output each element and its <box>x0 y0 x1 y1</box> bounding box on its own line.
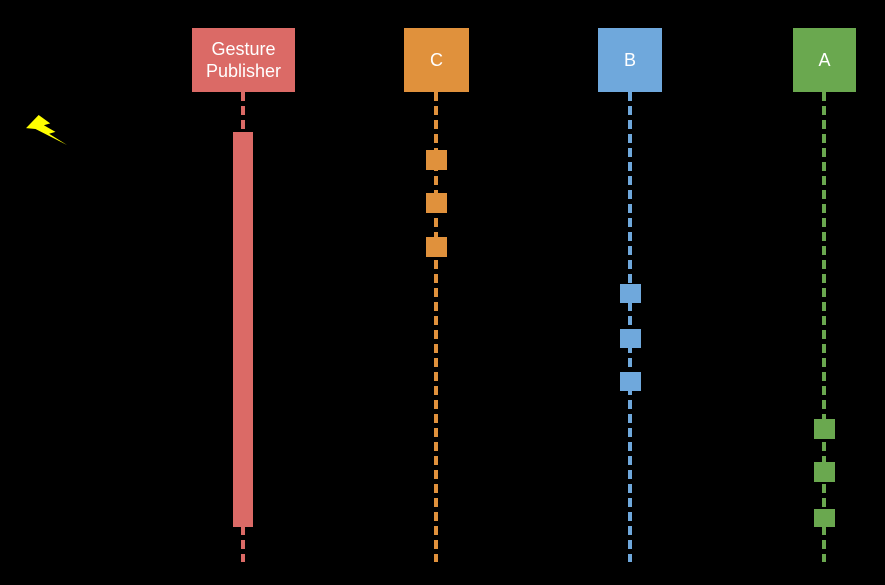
actor-label-a: A <box>818 50 831 70</box>
activation-square-c-3 <box>426 237 447 257</box>
actor-label-b: B <box>623 50 636 70</box>
actor-box-gesture-publisher: Gesture Publisher <box>192 28 295 92</box>
lifeline-c <box>434 92 438 562</box>
activation-bar-gesture-publisher <box>233 132 253 527</box>
lightning-bolt-icon <box>25 114 67 146</box>
actor-label-gesture-publisher: Gesture Publisher <box>205 39 282 81</box>
activation-square-b-3 <box>620 372 641 391</box>
activation-square-a-1 <box>814 419 835 439</box>
activation-square-c-2 <box>426 193 447 213</box>
actor-box-c: C <box>404 28 469 92</box>
activation-square-a-2 <box>814 462 835 482</box>
actor-box-b: B <box>598 28 662 92</box>
lifeline-b <box>628 92 632 562</box>
activation-square-b-2 <box>620 329 641 348</box>
lifeline-a <box>822 92 826 562</box>
activation-square-b-1 <box>620 284 641 303</box>
lightning-bolt-shape <box>26 114 67 146</box>
activation-square-c-1 <box>426 150 447 170</box>
actor-box-a: A <box>793 28 856 92</box>
actor-label-c: C <box>430 50 443 70</box>
activation-square-a-3 <box>814 509 835 527</box>
